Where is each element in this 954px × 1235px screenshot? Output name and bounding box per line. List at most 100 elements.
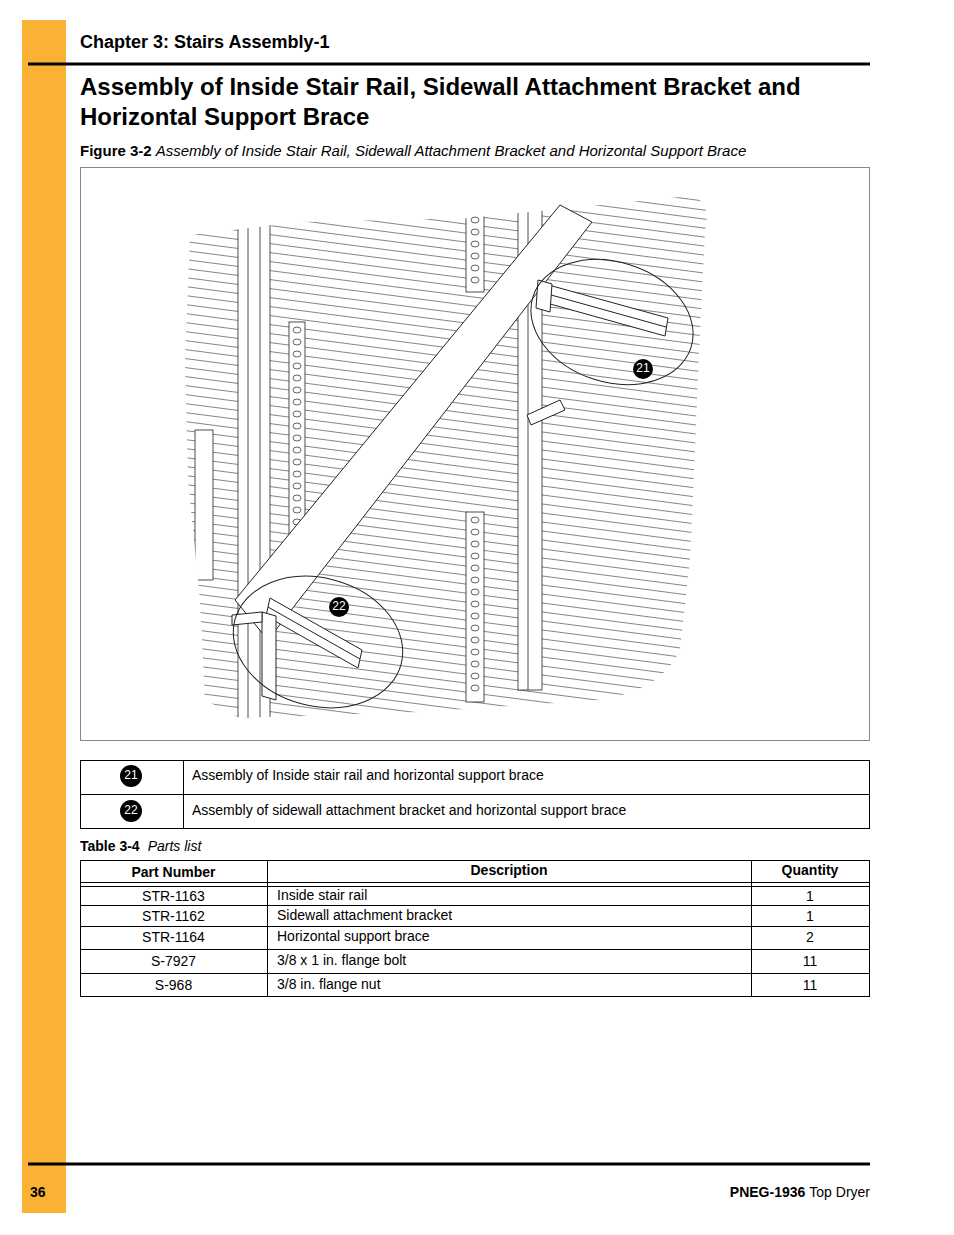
hatch-line [150, 813, 760, 892]
table-cell: 11 [751, 953, 869, 969]
dimple [293, 471, 301, 477]
dimple [293, 459, 301, 465]
callout-number: 22 [329, 600, 349, 614]
hatch-line [150, 0, 760, 10]
dimple [471, 673, 479, 679]
table-header: Part Number [80, 864, 267, 880]
callout-table-lines [80, 760, 870, 829]
table-cell: Horizontal support brace [277, 928, 430, 944]
hatch-line [150, 750, 760, 829]
hatch-line [150, 795, 760, 874]
table-cell: 11 [751, 977, 869, 993]
hatch-line [150, 741, 760, 820]
table-header: Quantity [751, 862, 869, 878]
hatch-line [150, 732, 760, 811]
dimple [293, 399, 301, 405]
dimple [293, 423, 301, 429]
dimple [471, 637, 479, 643]
table-cell: S-968 [80, 977, 267, 993]
header-rule [28, 63, 870, 66]
dimple [471, 601, 479, 607]
dimple [471, 541, 479, 547]
callout-circle [633, 359, 653, 379]
dimple [293, 327, 301, 333]
page-title: Assembly of Inside Stair Rail, Sidewall … [80, 72, 870, 132]
dimple [471, 241, 479, 247]
dimple [293, 339, 301, 345]
figure-number: Figure 3-2 [80, 142, 152, 159]
hatch-line [150, 714, 760, 793]
hatch-line [150, 831, 760, 910]
hatch-line [150, 822, 760, 901]
dimple [471, 661, 479, 667]
hatch-line [150, 0, 760, 37]
hatch-line [150, 0, 760, 28]
dimple [471, 625, 479, 631]
hatch-line [150, 156, 760, 235]
dimple [293, 507, 301, 513]
stair-rail [235, 205, 592, 640]
dimple [471, 517, 479, 523]
dimple [471, 277, 479, 283]
callout-number: 21 [120, 769, 142, 783]
table-cell: 1 [751, 888, 869, 904]
hatch-line [150, 777, 760, 856]
dimple [293, 351, 301, 357]
table-cell: 2 [751, 929, 869, 945]
hatch-line [150, 138, 760, 217]
table-cell: STR-1162 [80, 908, 267, 924]
dimple [293, 483, 301, 489]
brace-upper [527, 280, 668, 425]
table-cell: Sidewall attachment bracket [277, 907, 452, 923]
side-bar [22, 20, 66, 1213]
dimple [293, 387, 301, 393]
hatch-line [150, 129, 760, 208]
figure-caption: Assembly of Inside Stair Rail, Sidewall … [156, 142, 747, 159]
dimple [471, 649, 479, 655]
table-cell: STR-1163 [80, 888, 267, 904]
hatch-line [150, 0, 760, 1]
dimple [471, 217, 479, 223]
table-number: Table 3-4 [80, 838, 140, 854]
dimple [471, 253, 479, 259]
dimple [471, 565, 479, 571]
table-header: Description [267, 862, 751, 878]
dimple [471, 229, 479, 235]
table-cell: STR-1164 [80, 929, 267, 945]
page-number: 36 [30, 1184, 46, 1200]
wall-hatching [150, 0, 760, 910]
dimple [293, 411, 301, 417]
callout-circle [120, 800, 142, 822]
callout-circle [329, 597, 349, 617]
table-cell: Assembly of sidewall attachment bracket … [192, 802, 626, 818]
dimple [471, 589, 479, 595]
doc-number: PNEG-1936 [730, 1184, 805, 1200]
dimple [293, 435, 301, 441]
figure-frame [81, 168, 870, 741]
callout-number: 21 [633, 362, 653, 376]
table-title: Parts list [148, 838, 202, 854]
table-cell: 3/8 in. flange nut [277, 976, 381, 992]
doc-title: Top Dryer [809, 1184, 870, 1200]
detail-ellipse [218, 558, 417, 726]
dimple [471, 685, 479, 691]
footer-rule [28, 1163, 870, 1166]
dimple [293, 363, 301, 369]
parts-table-lines [80, 860, 870, 997]
dimple [471, 577, 479, 583]
table-cell: Inside stair rail [277, 887, 367, 903]
table-cell: 1 [751, 908, 869, 924]
chapter-header: Chapter 3: Stairs Assembly-1 [80, 32, 329, 53]
hatch-line [150, 120, 760, 199]
table-cell: 3/8 x 1 in. flange bolt [277, 952, 406, 968]
table-cell: Assembly of Inside stair rail and horizo… [192, 767, 544, 783]
table-cell: S-7927 [80, 953, 267, 969]
brace-lower [232, 598, 362, 700]
hatch-line [150, 0, 760, 19]
hatch-line [150, 759, 760, 838]
dimple [293, 495, 301, 501]
callout-circle [120, 765, 142, 787]
hatch-line [150, 768, 760, 847]
callout-number: 22 [120, 804, 142, 818]
